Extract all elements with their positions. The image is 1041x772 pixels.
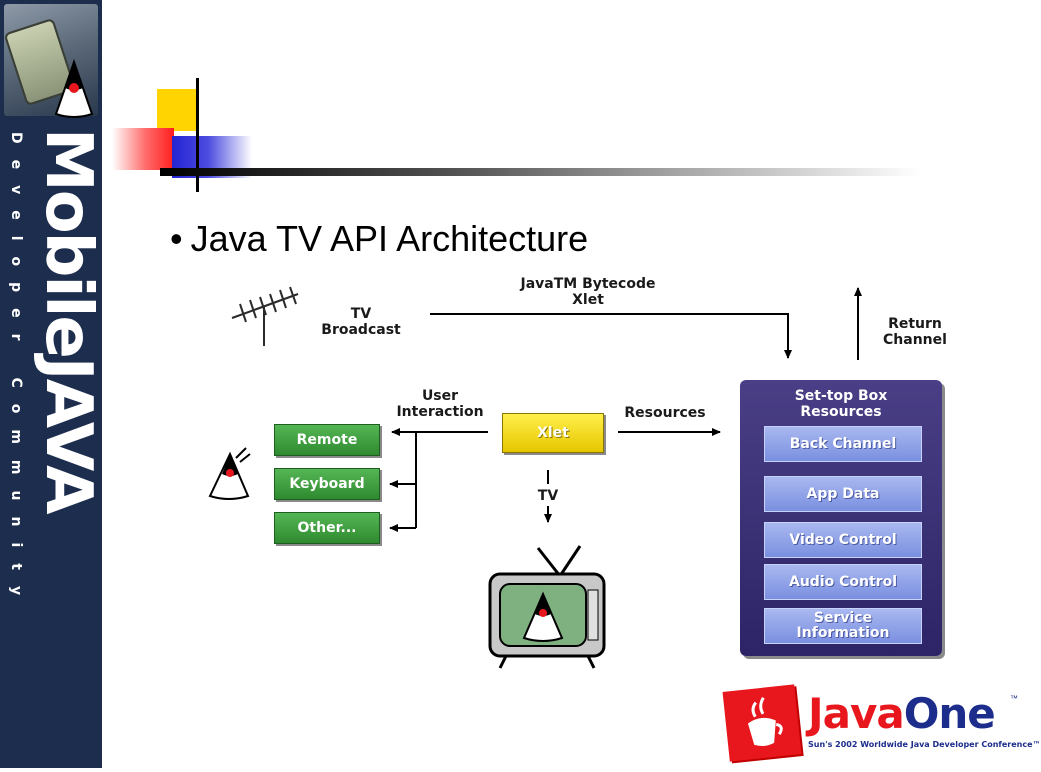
video-control-box: Video Control bbox=[764, 522, 922, 558]
javaone-one: One bbox=[903, 689, 996, 738]
app-data-box: App Data bbox=[764, 476, 922, 512]
javaone-java: Java bbox=[808, 689, 905, 738]
bullet-dot: • bbox=[170, 218, 183, 259]
set-top-box-title: Set-top Box Resources bbox=[794, 388, 888, 420]
back-channel-box: Back Channel bbox=[764, 426, 922, 462]
decor-red-gradient bbox=[112, 128, 174, 170]
television-icon bbox=[488, 545, 606, 669]
bullet-text: Java TV API Architecture bbox=[190, 218, 589, 259]
decor-horizontal-rule bbox=[160, 168, 920, 176]
javaone-tagline: Sun's 2002 Worldwide Java Developer Conf… bbox=[808, 740, 1041, 749]
bytecode-arrow bbox=[430, 313, 792, 359]
tv-label: TV bbox=[537, 488, 559, 504]
set-top-box-panel: Set-top Box Resources Back Channel App D… bbox=[740, 380, 942, 656]
keyboard-box: Keyboard bbox=[274, 468, 380, 500]
developer-community-title: Developer Community bbox=[8, 132, 24, 612]
user-interaction-label: User Interaction bbox=[396, 388, 484, 420]
javaone-wordmark: JavaOne bbox=[808, 689, 996, 738]
decor-yellow-square bbox=[157, 89, 199, 131]
audio-control-box: Audio Control bbox=[764, 564, 922, 600]
sidebar-banner: MobileJAVA Developer Community bbox=[0, 0, 105, 768]
slide-bullet: •Java TV API Architecture bbox=[170, 218, 588, 260]
user-interaction-arrows bbox=[389, 428, 488, 532]
decor-vertical-rule bbox=[196, 78, 199, 192]
resources-label: Resources bbox=[624, 405, 706, 421]
bytecode-xlet-label: JavaTM Bytecode Xlet bbox=[520, 276, 656, 308]
javaone-trademark: ™ bbox=[1010, 694, 1018, 703]
remote-box: Remote bbox=[274, 424, 380, 456]
service-information-box: Service Information bbox=[764, 608, 922, 644]
javaone-logo: JavaOne ™ Sun's 2002 Worldwide Java Deve… bbox=[722, 684, 1041, 762]
coffee-cup-badge-icon bbox=[722, 684, 802, 762]
duke-mascot-icon bbox=[54, 58, 94, 118]
return-channel-label: Return Channel bbox=[883, 316, 947, 348]
mobile-java-title: MobileJAVA bbox=[31, 128, 105, 513]
xlet-box: Xlet bbox=[502, 413, 604, 453]
antenna-icon bbox=[231, 286, 299, 346]
other-input-box: Other... bbox=[274, 512, 380, 544]
duke-user-icon bbox=[208, 447, 251, 500]
tv-broadcast-label: TV Broadcast bbox=[321, 306, 401, 338]
architecture-diagram bbox=[208, 286, 862, 669]
